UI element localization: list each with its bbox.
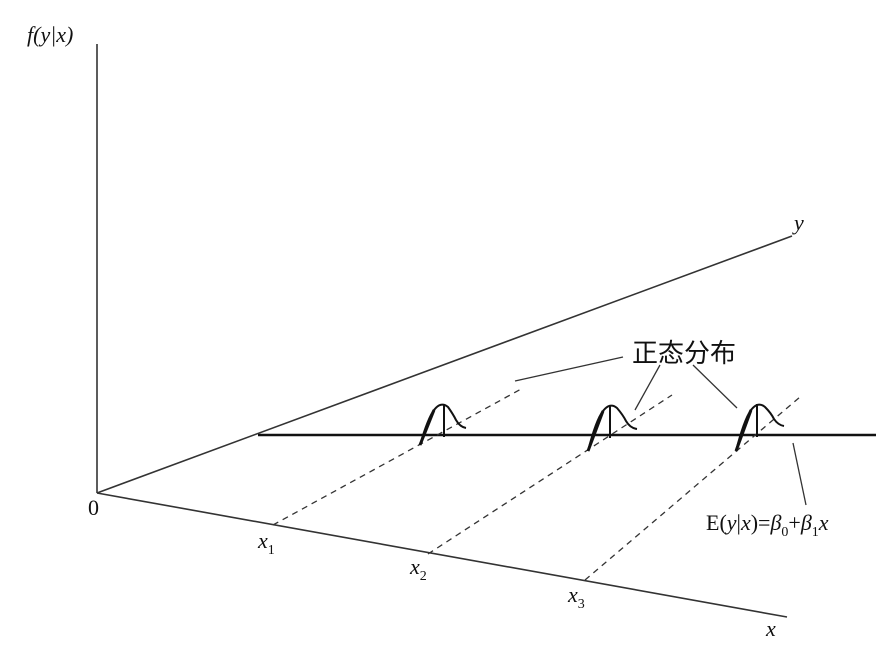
y-axis — [96, 235, 793, 494]
tick-label-x3: x3 — [567, 582, 585, 612]
leader-line-3 — [692, 364, 738, 409]
vertical-axis-label: f(y|x) — [27, 22, 73, 47]
tick-label-x1: x1 — [257, 528, 275, 558]
normal-curve-3 — [734, 403, 785, 452]
normal-curve-1 — [418, 403, 467, 446]
y-axis-label: y — [792, 210, 804, 235]
leader-line-2 — [634, 364, 661, 411]
x-axis — [96, 492, 788, 618]
x-axis-label: x — [765, 616, 776, 641]
dashed-line-x2 — [427, 394, 673, 555]
normal-distribution-label: 正态分布 — [632, 339, 736, 369]
leader-line-1 — [514, 356, 624, 382]
normal-curve-2 — [586, 404, 638, 452]
tick-label-x2: x2 — [409, 554, 427, 584]
dashed-line-x3 — [584, 396, 801, 581]
regression-equation: E(y|x)=β0+β1x — [706, 510, 829, 540]
dashed-line-x1 — [272, 387, 524, 526]
origin-label: 0 — [88, 495, 99, 520]
leader-line-regression — [792, 442, 807, 506]
